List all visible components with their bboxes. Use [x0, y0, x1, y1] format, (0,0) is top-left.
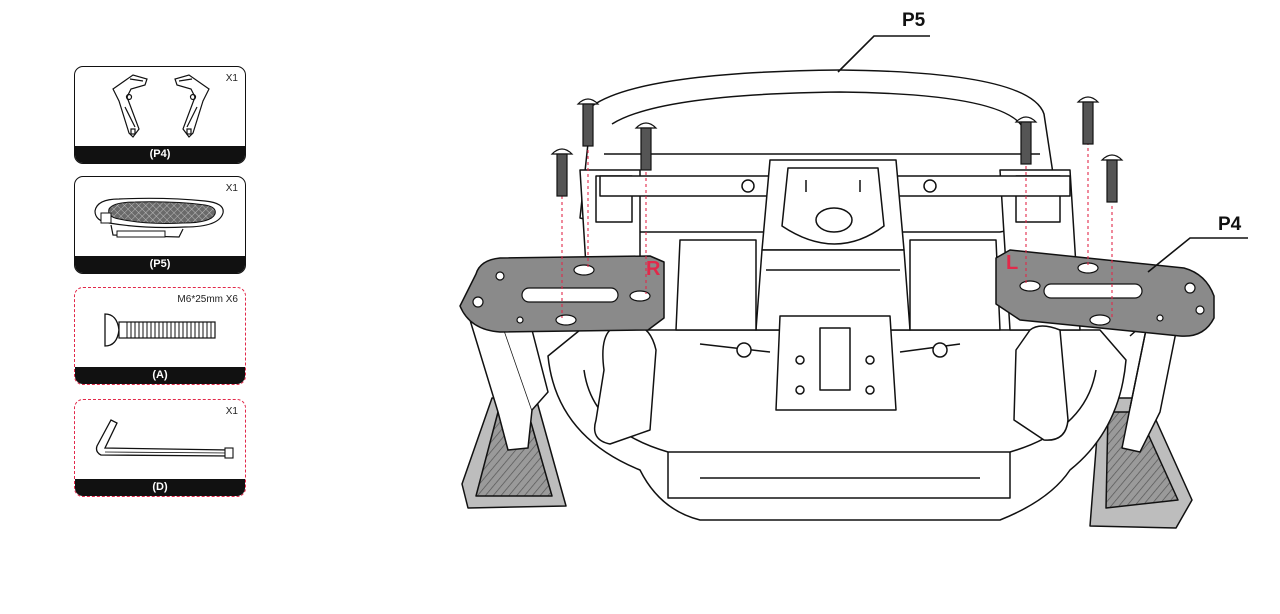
part-card-screw: M6*25mm X6 (A) [74, 287, 246, 385]
seat-base [547, 329, 1127, 521]
left-arm-post [1121, 319, 1179, 453]
screw-icon [104, 313, 216, 347]
callout-line-p4 [1147, 237, 1248, 273]
callout-p4: P4 [1218, 214, 1242, 235]
quantity-label: M6*25mm X6 [177, 294, 238, 305]
armrest-pair-icon [112, 74, 210, 138]
part-label: (P4) [75, 146, 245, 163]
part-card-allen-key: X1 (D) [74, 399, 246, 497]
seat-cushion-icon [94, 197, 224, 238]
quantity-label: X1 [225, 73, 238, 84]
side-label-left: L [1006, 252, 1019, 274]
side-label-right: R [646, 258, 661, 280]
quantity-label: X1 [225, 183, 238, 194]
part-label: (P5) [75, 256, 245, 273]
part-label: (A) [75, 367, 245, 384]
part-card-p5: X1 (P5) [74, 176, 246, 274]
screws [550, 96, 1124, 203]
part-card-p4: X1 (P4) [74, 66, 246, 164]
callout-p5: P5 [902, 10, 926, 31]
callout-line-p5 [837, 35, 930, 73]
part-label: (D) [75, 479, 245, 496]
quantity-label: X1 [225, 406, 238, 417]
allen-key-icon [95, 419, 234, 459]
